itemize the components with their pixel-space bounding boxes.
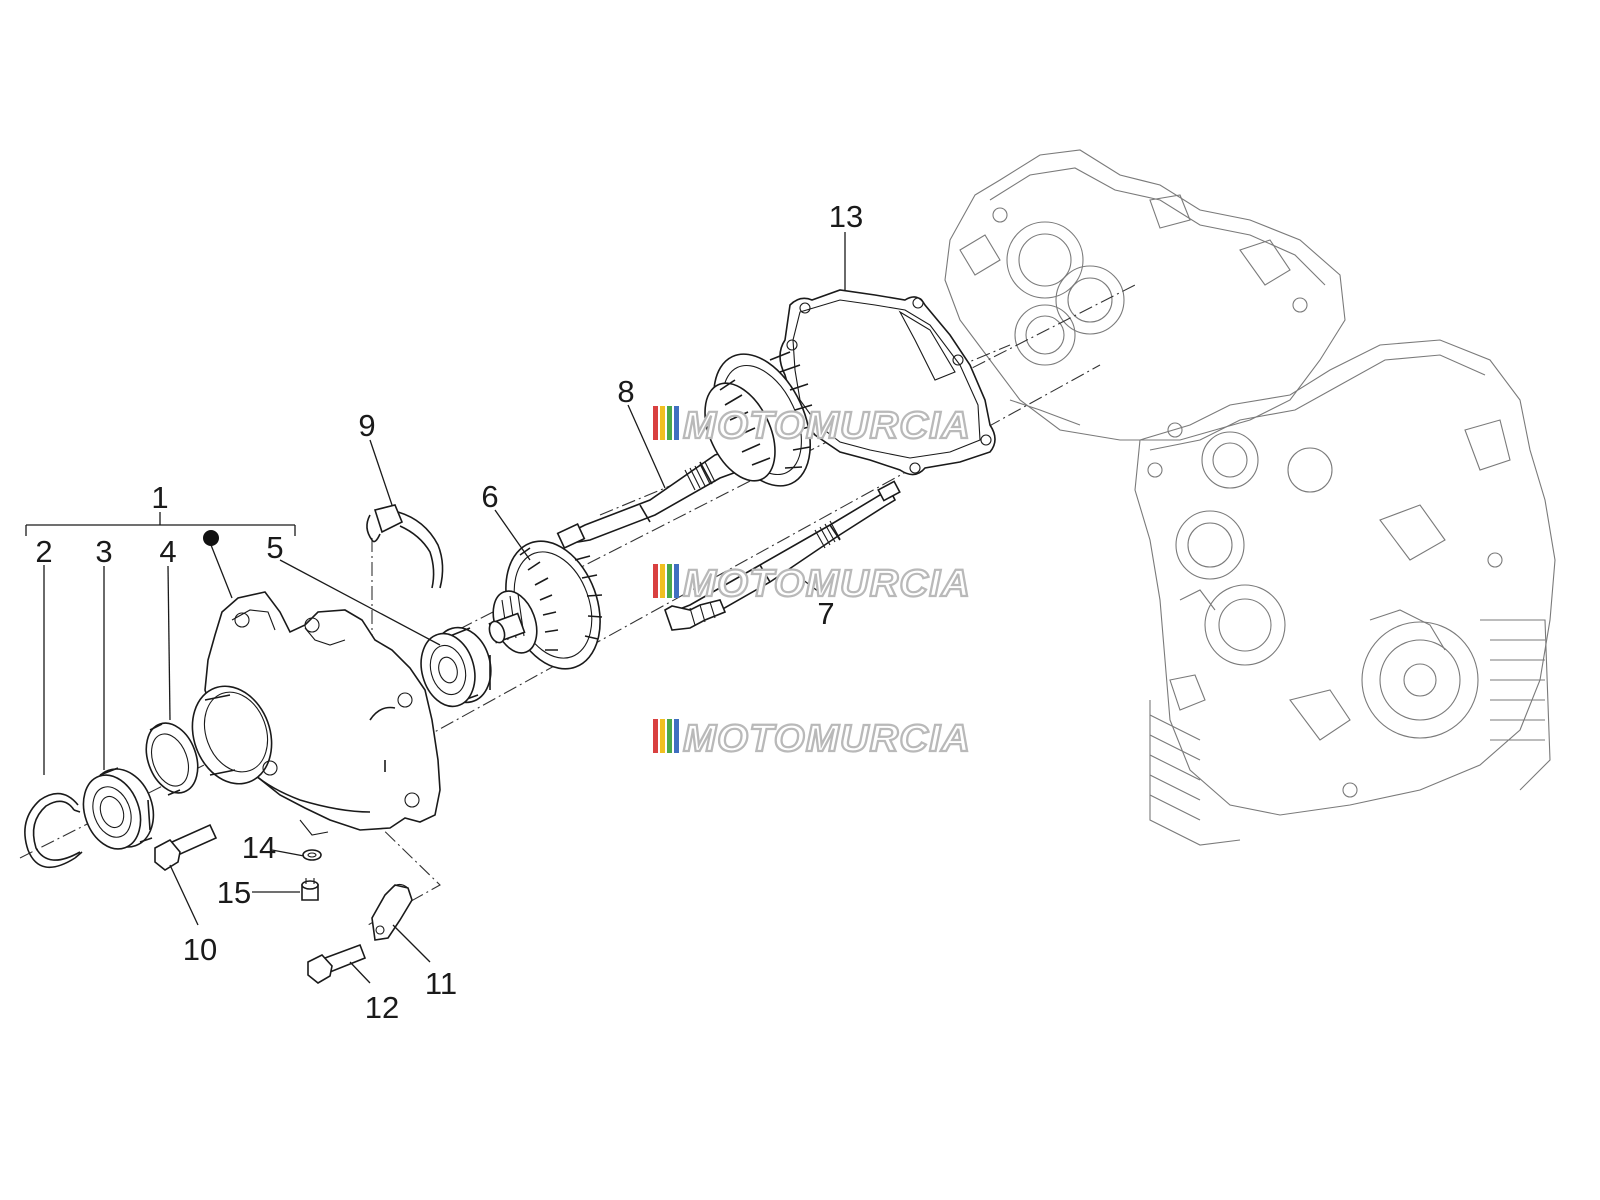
callout-11: 11	[425, 966, 457, 1001]
callout-8: 8	[617, 374, 634, 409]
callout-13: 13	[829, 199, 863, 234]
clamp-11	[371, 883, 413, 941]
watermark-stripe-green	[667, 719, 672, 753]
callout-labels: 1 2 3 4 5 6 7 8 9 10 11 12 13 14 15	[35, 199, 863, 1025]
leader-lines	[25, 232, 846, 984]
watermark-stripe-green	[667, 564, 672, 598]
watermark-stripe-blue	[674, 719, 679, 753]
watermark-3: MOTOMURCIA	[653, 717, 971, 761]
bearing-3	[82, 767, 155, 850]
watermark-stripe-blue	[674, 564, 679, 598]
watermark-stripe-yellow	[660, 406, 665, 440]
assembly-marker-dot	[203, 530, 219, 546]
callout-1: 1	[151, 480, 168, 515]
transmission-cover	[191, 591, 441, 836]
watermark-stripe-red	[653, 719, 658, 753]
watermark-text: MOTOMURCIA	[683, 718, 971, 760]
washer-14	[302, 849, 322, 861]
watermark-text: MOTOMURCIA	[683, 563, 971, 605]
callout-7: 7	[817, 596, 834, 631]
shaft-8	[556, 351, 814, 549]
watermark-stripe-blue	[674, 406, 679, 440]
breather-hose-9	[366, 504, 444, 589]
callout-10: 10	[183, 932, 217, 967]
callout-2: 2	[35, 534, 52, 569]
callout-4: 4	[159, 534, 176, 569]
callout-12: 12	[365, 990, 399, 1025]
oil-seal-4	[145, 722, 199, 796]
watermark-stripe-red	[653, 406, 658, 440]
watermark-1: MOTOMURCIA	[653, 404, 971, 448]
bearing-5	[420, 626, 492, 708]
watermark-stripe-yellow	[660, 719, 665, 753]
watermark-stripe-green	[667, 406, 672, 440]
bolt-10	[154, 823, 218, 871]
bolt-12	[307, 943, 367, 984]
callout-3: 3	[95, 534, 112, 569]
watermark-2: MOTOMURCIA	[653, 562, 971, 606]
circlip-2	[24, 792, 83, 869]
watermark-stripe-yellow	[660, 564, 665, 598]
callout-14: 14	[242, 830, 276, 865]
gear-6	[488, 540, 603, 670]
watermark-stripe-red	[653, 564, 658, 598]
shaft-7	[664, 480, 901, 631]
watermark-text: MOTOMURCIA	[683, 405, 971, 447]
screw-15	[301, 878, 319, 901]
callout-9: 9	[358, 408, 375, 443]
callout-15: 15	[217, 875, 251, 910]
gasket	[779, 289, 996, 476]
engine-crankcase	[944, 149, 1556, 846]
callout-6: 6	[481, 479, 498, 514]
callout-5: 5	[266, 530, 283, 565]
